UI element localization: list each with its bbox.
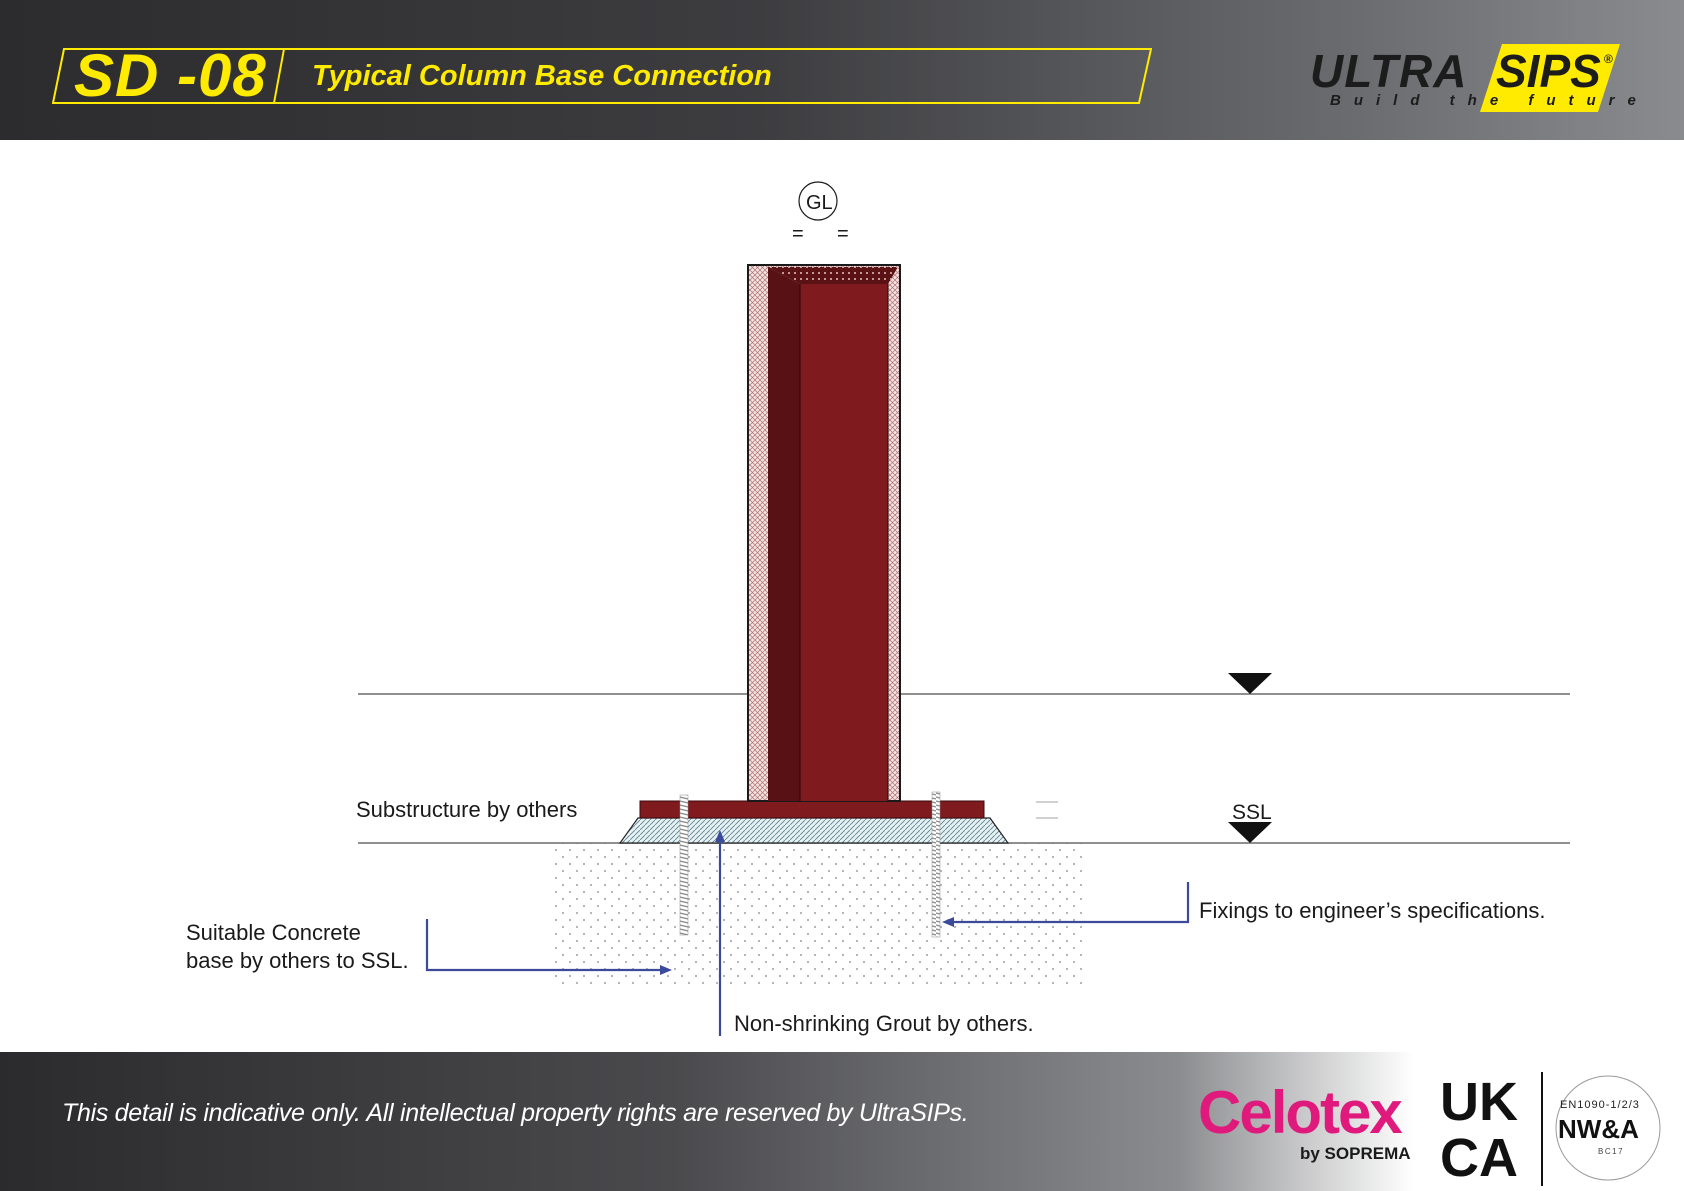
logo-registered-mark: ®	[1604, 52, 1613, 66]
cert-body: NW&A	[1558, 1114, 1639, 1144]
label-grout: Non-shrinking Grout by others.	[734, 1011, 1034, 1036]
sheet-title: Typical Column Base Connection	[312, 60, 772, 92]
label-concrete-line1: Suitable Concrete	[186, 920, 361, 945]
disclaimer-text: This detail is indicative only. All inte…	[62, 1099, 969, 1127]
equal-mark-left: =	[792, 223, 804, 245]
leader-grout	[715, 830, 725, 1036]
logo-yellow-shape	[1480, 44, 1620, 112]
equal-mark-right: =	[837, 223, 849, 245]
cert-standard: EN1090-1/2/3	[1560, 1099, 1640, 1111]
celotex-logo: Celotex by SOPREMA	[1198, 1079, 1411, 1170]
grout-layer	[618, 817, 1010, 844]
upper-level-marker	[1228, 673, 1272, 694]
steel-column	[747, 264, 901, 802]
label-fixings: Fixings to engineer’s specifications.	[1199, 898, 1545, 923]
gridline-label: GL	[806, 192, 833, 214]
ukca-top-text: UK	[1440, 1072, 1518, 1132]
label-substructure: Substructure by others	[356, 797, 577, 822]
footer-band	[0, 1052, 1684, 1191]
leader-fixings	[942, 882, 1190, 927]
logo-ultra-text: ULTRA	[1310, 45, 1468, 97]
ultrasips-logo: ULTRA SIPS ® Build the future	[1310, 42, 1636, 114]
ssl-label: SSL	[1232, 801, 1272, 824]
ukca-bottom-text: CA	[1440, 1128, 1518, 1188]
concrete-base	[552, 843, 1082, 985]
sheet-code: SD -08	[74, 42, 267, 109]
celotex-wordmark: Celotex	[1198, 1079, 1403, 1146]
ukca-certification-mark: UK CA EN1090-1/2/3 NW&A BC17	[1440, 1072, 1661, 1188]
logo-tagline: Build the future	[1330, 92, 1649, 109]
leader-concrete	[425, 919, 672, 975]
header-band: SD -08 Typical Column Base Connection UL…	[0, 0, 1684, 140]
celotex-by-soprema: by SOPREMA	[1300, 1144, 1411, 1163]
label-concrete-line2: base by others to SSL.	[186, 948, 409, 973]
logo-sips-text: SIPS	[1496, 45, 1601, 97]
cert-ring	[1555, 1075, 1661, 1181]
cert-code: BC17	[1598, 1147, 1624, 1156]
gridline-bubble	[798, 181, 838, 221]
anchor-bolt-left	[679, 794, 689, 936]
title-frame	[52, 48, 1152, 104]
column-base-drawing: SSL GL = = Substructure by others Suitab…	[186, 181, 1570, 1036]
anchor-bolt-right	[931, 791, 941, 938]
ssl-level-marker	[1228, 822, 1272, 843]
